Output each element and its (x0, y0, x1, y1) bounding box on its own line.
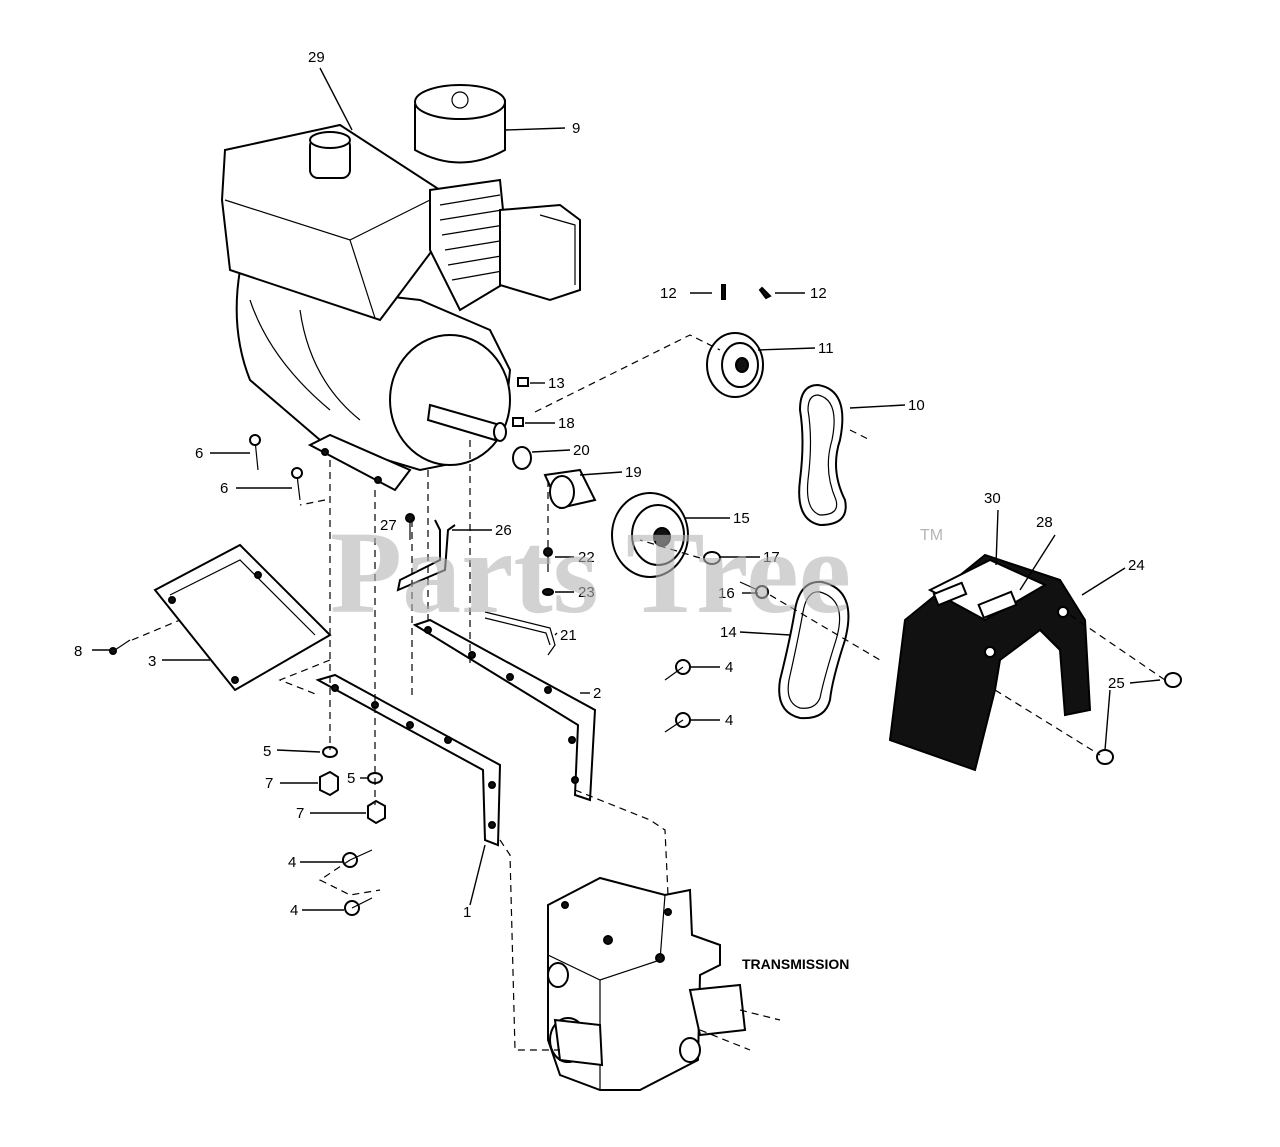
belt-10 (798, 383, 847, 527)
callouts: 29 9 12 12 11 10 13 18 20 19 15 6 6 27 2… (74, 49, 1145, 972)
belt-cover-24 (888, 553, 1092, 772)
callout-7-left: 7 (265, 775, 273, 792)
callout-12-right: 12 (810, 285, 827, 302)
callout-7-lower: 7 (296, 805, 304, 822)
callout-2: 2 (593, 685, 601, 702)
callout-10: 10 (908, 397, 925, 414)
rod-26 (396, 519, 456, 592)
bracket-1 (315, 673, 502, 847)
callout-13: 13 (548, 375, 565, 392)
callout-6-upper: 6 (195, 445, 203, 462)
callout-12-left: 12 (660, 285, 677, 302)
callout-29: 29 (308, 49, 325, 66)
callout-4-bottom-left: 4 (290, 902, 298, 919)
callout-17: 17 (763, 549, 780, 566)
callout-14: 14 (720, 624, 737, 641)
callout-15: 15 (733, 510, 750, 527)
callout-1: 1 (463, 904, 471, 921)
leader-lines (92, 67, 1161, 911)
hardware (109, 284, 1182, 916)
spacer-19 (543, 468, 597, 510)
rod-21 (484, 611, 556, 656)
callout-26: 26 (495, 522, 512, 539)
callout-21: 21 (560, 627, 577, 644)
watermark-logo: Parts Tree TM (330, 507, 943, 638)
washer-20 (512, 446, 532, 470)
callout-20: 20 (573, 442, 590, 459)
callout-4-upper-right: 4 (725, 659, 733, 676)
callout-6-lower: 6 (220, 480, 228, 497)
callout-22: 22 (578, 549, 595, 566)
callout-18: 18 (558, 415, 575, 432)
callout-30: 30 (984, 490, 1001, 507)
callout-3: 3 (148, 653, 156, 670)
callout-16: 16 (718, 585, 735, 602)
drive-pulley-15 (611, 492, 689, 578)
watermark-tm: TM (920, 527, 943, 544)
bracket-2 (412, 618, 597, 802)
callout-27: 27 (380, 517, 397, 534)
assembly-lines (131, 334, 1166, 1051)
engine-pulley-11 (706, 332, 764, 398)
callout-4-lower-left: 4 (288, 854, 296, 871)
callout-5-right: 5 (347, 770, 355, 787)
callout-9: 9 (572, 120, 580, 137)
callout-19: 19 (625, 464, 642, 481)
transmission (547, 876, 747, 1091)
engine (220, 84, 581, 492)
transmission-label: TRANSMISSION (742, 956, 849, 972)
bracket-3 (153, 543, 332, 692)
callout-11: 11 (818, 340, 834, 357)
callout-28: 28 (1036, 514, 1053, 531)
watermark-text: Parts Tree (330, 507, 851, 638)
callout-24: 24 (1128, 557, 1145, 574)
callout-25: 25 (1108, 675, 1125, 692)
callout-4-mid-right: 4 (725, 712, 733, 729)
callout-23: 23 (578, 584, 595, 601)
callout-8: 8 (74, 643, 82, 660)
callout-5-left: 5 (263, 743, 271, 760)
